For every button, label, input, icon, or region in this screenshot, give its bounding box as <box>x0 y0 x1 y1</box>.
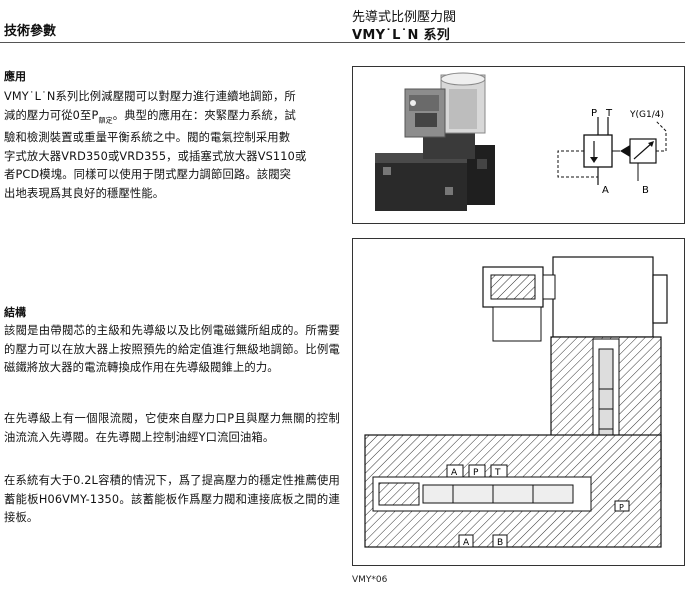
model-series: VMY˙L˙N 系列 <box>352 28 451 43</box>
symbol-port-p: P <box>591 108 597 119</box>
header-rule <box>0 42 685 43</box>
section-port-a-bottom: A <box>463 538 470 548</box>
application-line: 驗和檢測裝置或重量平衡系統之中。閥的電氣控制采用數 <box>4 131 291 145</box>
symbol-port-y: Y(G1/4) <box>629 110 664 120</box>
symbol-port-t: T <box>605 108 613 119</box>
application-line: 減的壓力可從0至P額定。典型的應用在：夾緊壓力系統，試 <box>4 108 296 124</box>
structure-paragraph-2: 在先導級上有一個限流閥，它使來自壓力口P且與壓力無關的控制油流流入先導閥。在先導… <box>4 412 340 444</box>
page-title: 先導式比例壓力閥 <box>352 10 457 25</box>
application-line: 者PCD模塊。同樣可以使用于閉式壓力調節回路。該閥突 <box>4 168 292 182</box>
structure-heading: 結構 <box>4 306 26 319</box>
structure-paragraph-3: 在系統有大于0.2L容積的情況下，爲了提高壓力的穩定性推薦使用蓄能板H06VMY… <box>4 474 340 524</box>
section-label: 技術參數 <box>4 24 57 39</box>
footer-code: VMY*06 <box>352 575 388 585</box>
valve-photo <box>375 72 495 211</box>
product-figure: P T A B Y(G1/4) <box>352 66 685 224</box>
application-line: 字式放大器VRD350或VRD355，或插塞式放大器VS110或 <box>4 149 307 163</box>
structure-paragraph-1: 該閥是由帶閥芯的主級和先導級以及比例電磁鐵所組成的。所需要的壓力可以在放大器上按… <box>4 324 340 374</box>
section-port-t: T <box>494 468 501 478</box>
section-port-a: A <box>451 468 458 478</box>
application-line: 出地表現爲其良好的穩壓性能。 <box>4 186 165 200</box>
hydraulic-symbol: P T A B Y(G1/4) <box>557 108 667 196</box>
application-heading: 應用 <box>4 70 26 83</box>
symbol-port-a: A <box>602 185 609 196</box>
application-paragraph: VMY˙L˙N系列比例減壓閥可以對壓力進行連續地調節，所 減的壓力可從0至P額定… <box>4 88 340 203</box>
symbol-port-b: B <box>642 185 649 196</box>
section-port-b: B <box>497 538 503 548</box>
section-port-p-right: P <box>619 503 624 512</box>
section-port-p: P <box>473 468 479 478</box>
section-drawing: A P T A B P <box>352 238 685 566</box>
valve-cross-section: A P T A B P <box>364 256 668 548</box>
application-line: VMY˙L˙N系列比例減壓閥可以對壓力進行連續地調節，所 <box>4 90 296 103</box>
